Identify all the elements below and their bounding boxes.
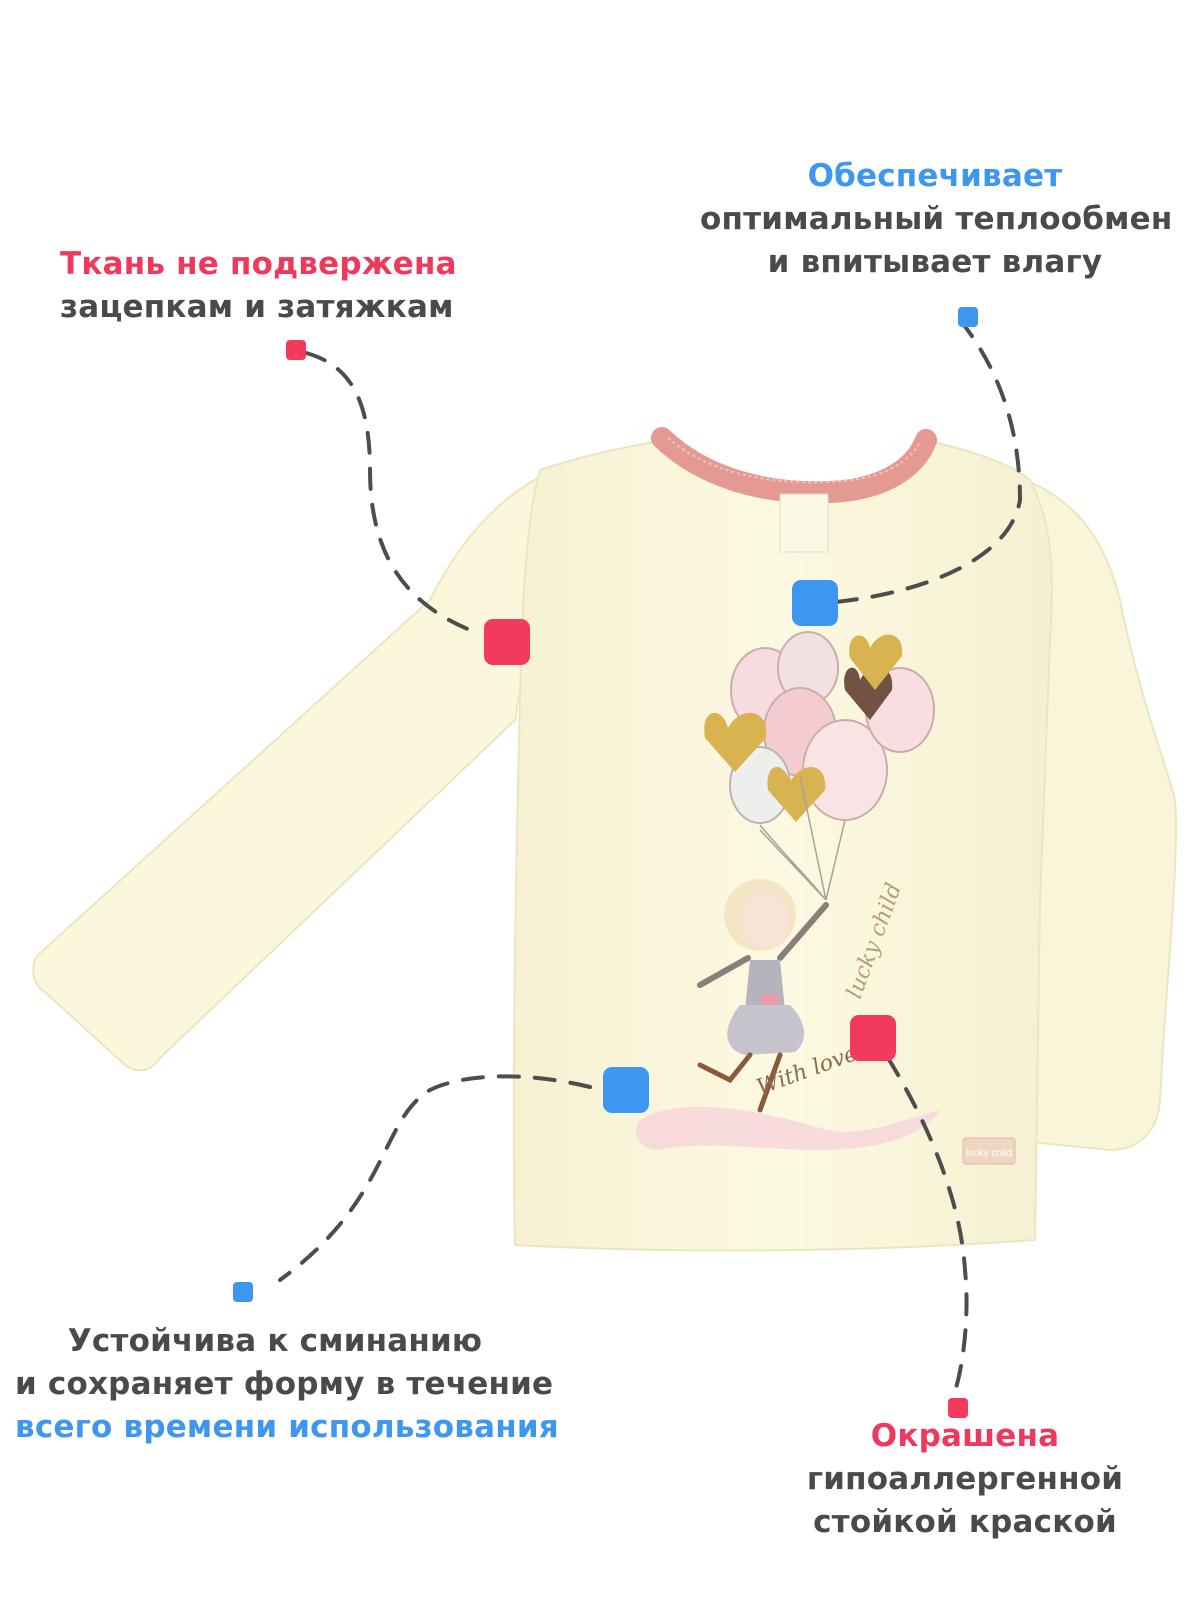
- callout-top-right-line2: и впитывает влагу: [767, 244, 1103, 280]
- callout-top-left-text: зацепкам и затяжкам: [60, 289, 454, 325]
- callout-top-right-highlight: Обеспечивает: [807, 158, 1063, 194]
- marker-collar: [792, 580, 838, 626]
- callout-top-left: Ткань не подвержена зацепкам и затяжкам: [60, 243, 457, 329]
- connector-bottom-left: [278, 1074, 592, 1282]
- connector-top-left: [304, 351, 472, 632]
- marker-print: [850, 1015, 896, 1061]
- callout-top-right: Обеспечивает оптимальный теплообмен и вп…: [700, 155, 1173, 284]
- marker-sleeve: [484, 619, 530, 665]
- callout-bottom-right-highlight: Окрашена: [870, 1418, 1060, 1454]
- hem-tag-text: lucky child: [966, 1148, 1012, 1159]
- callout-bottom-right-line2: стойкой краской: [813, 1504, 1117, 1540]
- marker-top-left-dot: [286, 340, 306, 360]
- callout-top-left-highlight: Ткань не подвержена: [60, 246, 457, 282]
- connector-top-right: [823, 318, 1023, 605]
- callout-bottom-right: Окрашена гипоаллергенной стойкой краской: [800, 1415, 1130, 1544]
- marker-bottom-right-dot: [948, 1398, 968, 1418]
- marker-bottom-left-dot: [233, 1282, 253, 1302]
- callout-top-right-line1: оптимальный теплообмен: [700, 201, 1173, 237]
- connector-bottom-right: [886, 1056, 969, 1402]
- callout-bottom-left-line2: и сохраняет форму в течение: [15, 1366, 554, 1402]
- callout-bottom-right-line1: гипоаллергенной: [806, 1461, 1124, 1497]
- callout-bottom-left: Устойчива к сминанию и сохраняет форму в…: [15, 1320, 559, 1449]
- callout-bottom-left-line1: Устойчива к сминанию: [67, 1323, 483, 1359]
- marker-top-right-dot: [958, 307, 978, 327]
- marker-body: [603, 1067, 649, 1113]
- hem-tag: [962, 1137, 1016, 1165]
- callout-bottom-left-highlight: всего времени использования: [15, 1409, 559, 1445]
